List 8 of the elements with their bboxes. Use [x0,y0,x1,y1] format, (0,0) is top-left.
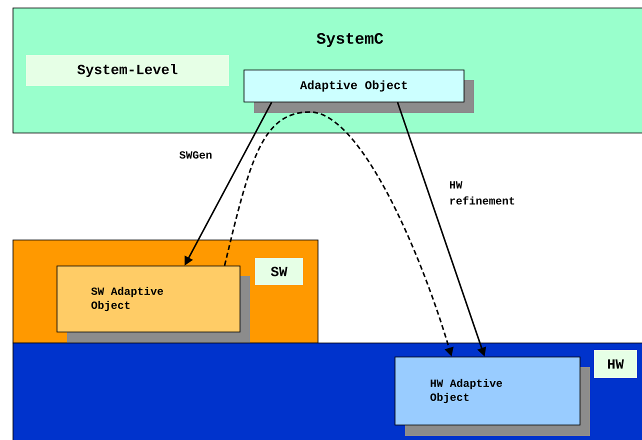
object-box: SW Adaptive Object [56,266,250,343]
object-box: Adaptive Object [244,70,474,113]
edge-label: HW refinement [450,181,514,205]
level-label: System-Level [26,55,229,86]
object-box: HW Adaptive Object [394,356,590,436]
region-label: HW [594,350,637,378]
region-label: SW [255,258,303,285]
edge-label: SWGen [179,151,212,159]
